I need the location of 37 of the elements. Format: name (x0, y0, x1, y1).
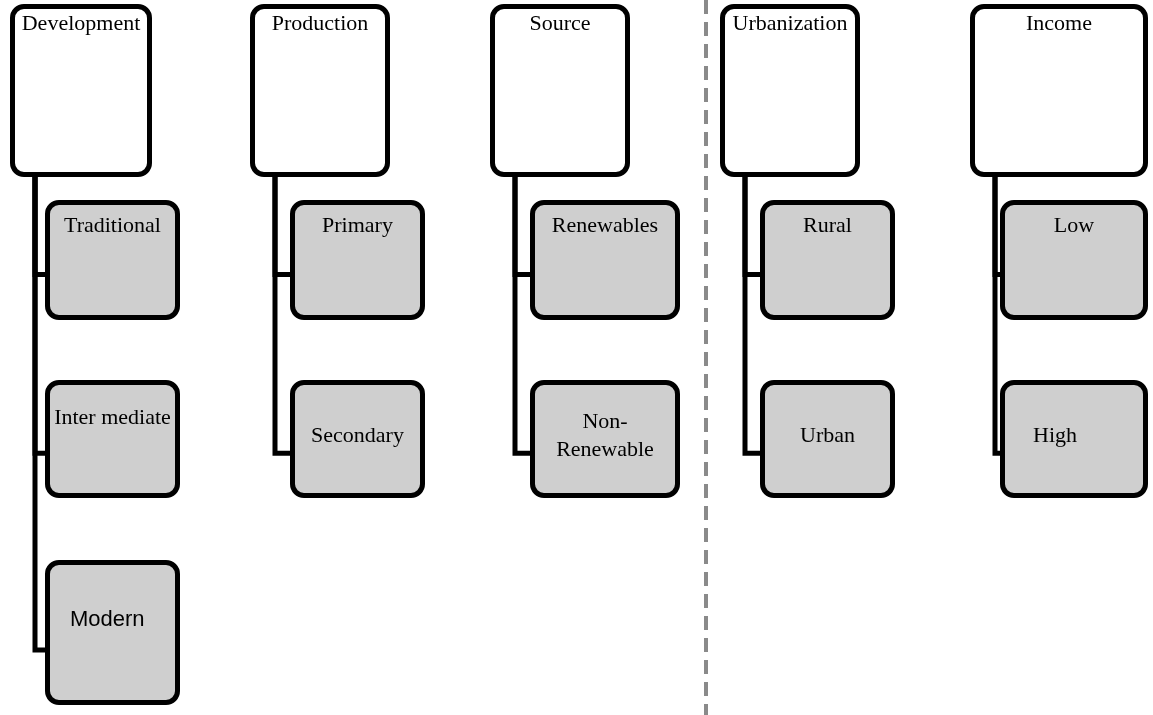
connector-line (742, 177, 760, 456)
subcategory-box (45, 200, 180, 320)
node-label: Low (1052, 211, 1096, 239)
node-label: Inter mediate (53, 403, 172, 431)
subcategory-box (290, 380, 425, 498)
node-label: Income (1025, 9, 1093, 37)
node-label: Modern (69, 605, 146, 633)
node-label: Source (528, 9, 592, 37)
subcategory-box (290, 200, 425, 320)
connector-line (992, 177, 1000, 456)
node-label: Renewables (550, 211, 660, 239)
node-label: High (1032, 421, 1078, 449)
node-label: Development (20, 9, 142, 37)
category-box (490, 4, 630, 177)
node-label: Production (270, 9, 370, 37)
node-label: Secondary (310, 421, 405, 449)
connector-line (272, 177, 290, 456)
subcategory-box (1000, 380, 1148, 498)
category-box (720, 4, 860, 177)
subcategory-box (45, 380, 180, 498)
category-box (10, 4, 152, 177)
connector-line (512, 177, 530, 456)
subcategory-box (530, 200, 680, 320)
subcategory-box (1000, 200, 1148, 320)
node-label: Urban (799, 421, 856, 449)
node-label: Primary (321, 211, 394, 239)
subcategory-box (760, 200, 895, 320)
node-label: Urbanization (731, 9, 849, 37)
node-label: Non-Renewable (555, 407, 655, 462)
category-box (250, 4, 390, 177)
subcategory-box (530, 380, 680, 498)
connector-line (32, 177, 45, 653)
subcategory-box (760, 380, 895, 498)
category-box (970, 4, 1148, 177)
node-label: Traditional (63, 211, 162, 239)
node-label: Rural (802, 211, 853, 239)
subcategory-box (45, 560, 180, 705)
